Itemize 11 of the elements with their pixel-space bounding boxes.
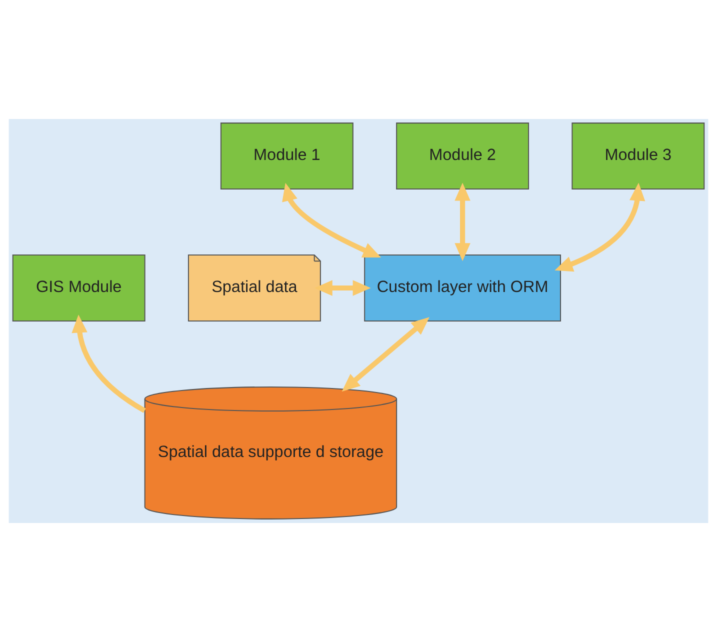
node-box: Module 2 <box>396 122 530 190</box>
node-box: Module 1 <box>220 122 354 190</box>
arrow <box>554 182 646 272</box>
arrow <box>454 182 470 262</box>
arrow <box>342 317 430 392</box>
node-box: GIS Module <box>12 254 146 322</box>
arrow <box>72 314 146 413</box>
arrow <box>314 280 371 296</box>
node-box: Custom layer with ORM <box>364 254 561 322</box>
node-box: Module 3 <box>572 122 705 190</box>
arrow <box>282 182 382 258</box>
